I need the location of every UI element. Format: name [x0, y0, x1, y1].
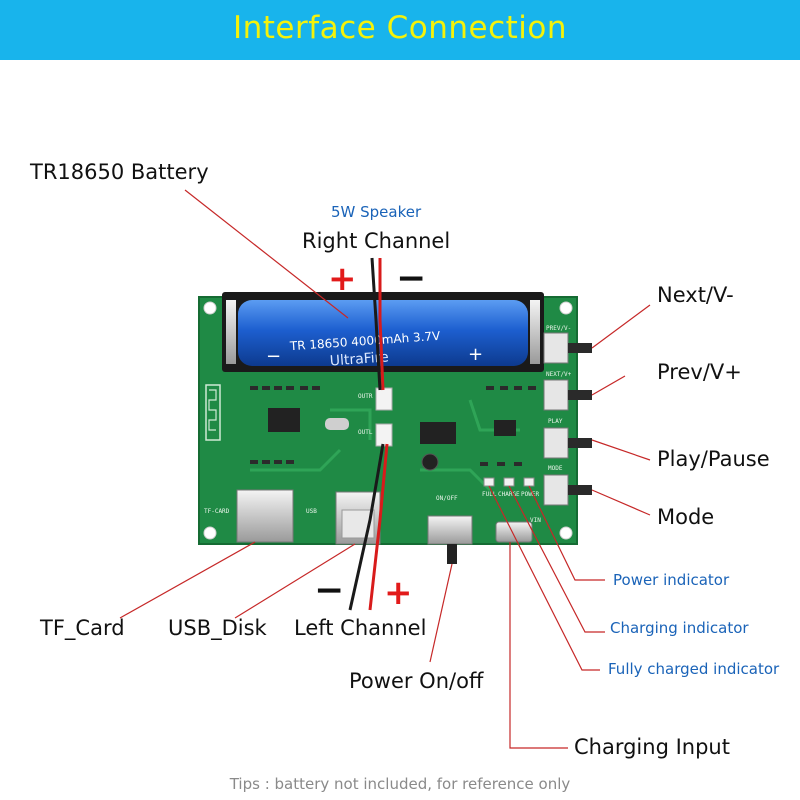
antenna-pattern — [208, 389, 217, 431]
tactile-buttons — [543, 332, 592, 506]
leader-charging-input — [509, 542, 568, 749]
label-usb-disk: USB_Disk — [168, 616, 267, 640]
capacitor — [421, 453, 439, 471]
battery-contact — [530, 300, 540, 364]
leader-charging-indicator — [508, 485, 605, 633]
label-tf-card: TF_Card — [40, 616, 125, 640]
pcb-trace — [250, 399, 520, 492]
power-switch — [427, 515, 473, 545]
leader-play — [591, 439, 651, 461]
mount-hole — [203, 301, 217, 315]
label-charging-input: Charging Input — [574, 735, 730, 759]
mount-hole — [559, 301, 573, 315]
power-switch-lever — [447, 544, 457, 564]
battery-brand-text: UltraFire — [329, 349, 389, 369]
left-minus-mark: − — [314, 570, 344, 611]
right-speaker-connector — [375, 387, 393, 411]
left-channel-red-wire — [368, 443, 389, 611]
leader-battery — [184, 189, 349, 319]
battery-minus-mark: − — [266, 346, 281, 367]
ic-chip — [268, 408, 300, 432]
led-full — [483, 477, 495, 487]
leader-prev — [591, 375, 626, 396]
led-charge — [503, 477, 515, 487]
battery-cell — [238, 300, 528, 366]
label-speaker-type: 5W Speaker — [331, 203, 422, 221]
tips-note: Tips : battery not included, for referen… — [229, 775, 571, 793]
leader-power-indicator — [528, 485, 605, 581]
leader-power-switch — [429, 563, 453, 663]
silk-outr: OUTR — [358, 393, 373, 400]
battery-contact — [226, 300, 236, 364]
silk-next-v: NEXT/V+ — [546, 371, 572, 378]
silk-vin: VIN — [530, 517, 541, 524]
ic-chip — [420, 422, 456, 444]
silk-charge: CHARGE — [498, 491, 520, 498]
mount-hole — [559, 526, 573, 540]
silk-power: POWER — [521, 491, 539, 498]
left-speaker-connector — [375, 423, 393, 447]
right-channel-black-wire — [370, 257, 382, 391]
label-next: Next/V- — [657, 283, 734, 307]
antenna-pattern — [205, 384, 221, 441]
leader-tf-card — [119, 541, 256, 619]
ic-chip — [494, 420, 516, 436]
label-fully-charged-indicator: Fully charged indicator — [608, 660, 780, 678]
leader-usb-disk — [234, 543, 356, 619]
label-right-channel: Right Channel — [302, 229, 451, 253]
led-power — [523, 477, 535, 487]
silk-tf-card: TF-CARD — [204, 508, 230, 515]
left-channel-black-wire — [348, 443, 385, 611]
charging-port — [495, 521, 533, 543]
label-mode: Mode — [657, 505, 715, 529]
label-charging-indicator: Charging indicator — [610, 619, 749, 637]
silk-prev-v: PREV/V- — [546, 325, 571, 332]
mount-hole — [203, 526, 217, 540]
right-channel-red-wire — [378, 258, 385, 391]
silk-play: PLAY — [548, 418, 563, 425]
label-battery: TR18650 Battery — [30, 160, 209, 184]
label-left-channel: Left Channel — [294, 616, 427, 640]
silk-full: FULL — [482, 491, 497, 498]
right-plus-mark: + — [328, 259, 357, 299]
battery-plus-mark: + — [468, 344, 483, 365]
smd-parts — [250, 386, 536, 466]
silk-outl: OUTL — [358, 429, 373, 436]
crystal — [325, 418, 349, 430]
left-plus-mark: + — [384, 573, 413, 613]
label-power-onoff: Power On/off — [349, 669, 484, 693]
silk-mode: MODE — [548, 465, 563, 472]
leader-mode — [591, 489, 651, 516]
right-minus-mark: − — [396, 258, 426, 299]
label-power-indicator: Power indicator — [613, 571, 730, 589]
leader-lines — [119, 189, 651, 749]
leader-next — [591, 304, 651, 349]
label-play-pause: Play/Pause — [657, 447, 770, 471]
page-title: Interface Connection — [232, 10, 568, 46]
label-prev: Prev/V+ — [657, 360, 742, 384]
leader-fully-charged-indicator — [488, 485, 600, 671]
silk-usb: USB — [306, 508, 317, 515]
tf-card-slot — [236, 489, 294, 543]
silk-on-off: ON/OFF — [436, 495, 458, 502]
header-banner: Interface Connection — [0, 0, 800, 60]
